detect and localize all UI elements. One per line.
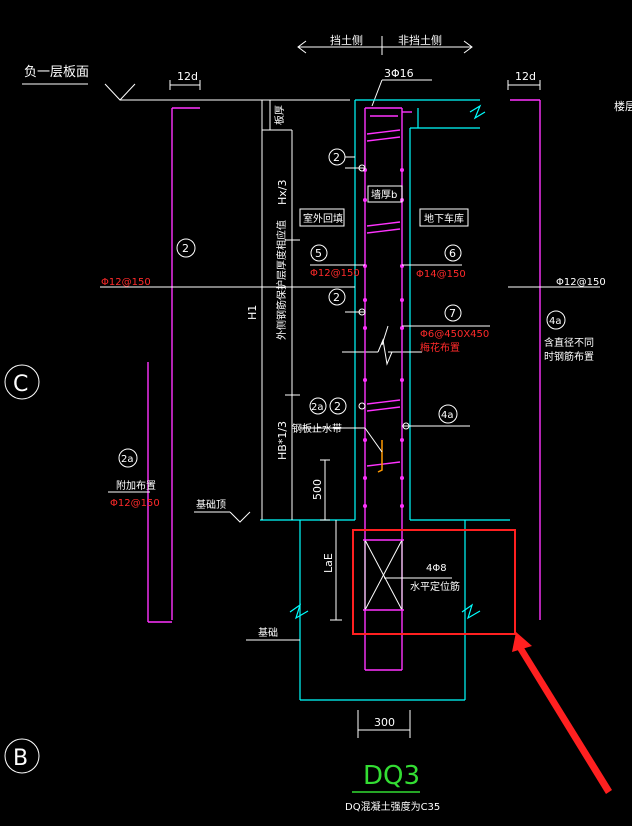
wall-outline [260,99,510,701]
slab-level-marker [22,83,350,101]
waterstop-label: 钢板止水带 [292,422,342,435]
grid-axis-b-label: B [13,746,28,771]
vertical-dims [261,99,342,621]
extra-label: 附加布置 [116,479,156,492]
h1-label: H1 [246,305,259,320]
bar-6-spec: Φ14@150 [416,269,466,280]
grid-axis-c-label: C [13,372,28,397]
dim-12d-left [169,80,201,90]
small-dots [358,164,410,430]
positioning-bars [364,539,403,611]
foundation-top-marker [194,511,251,523]
callout-6: 6 [449,247,456,260]
stirrup-note: 水平定位筋 [410,580,460,593]
callout-4a-mid: 4a [441,410,454,421]
bar-7-note: 梅花布置 [420,341,460,354]
wall-rebar [147,99,541,671]
dim-12d-left-text: 12d [177,70,198,83]
callout-4a-right: 4a [549,316,562,327]
left-bar-spec: Φ12@150 [101,277,151,288]
drawing-title: DQ3 [363,761,420,791]
callout-circles [100,148,600,579]
callout-2a-mid: 2a [311,402,324,413]
slab-right-label: 楼层 [614,99,632,113]
horizontal-bars [366,129,401,467]
rebar-dots [363,168,404,508]
right-note-line2: 时钢筋布置 [544,350,594,363]
bar-7-leader [381,325,389,346]
callout-2a-left: 2a [121,454,134,465]
grid-axis-b [4,738,40,774]
red-arrow [512,632,612,794]
waterstop-leader [364,427,383,453]
hb3-label: HB*1/3 [276,421,289,460]
wall-thickness-box [367,185,403,203]
wall-thickness-label: 墙厚b [371,188,397,201]
callout-2-mid: 2 [333,291,340,304]
non-retaining-side-label: 非挡土侧 [398,33,442,47]
dim-300-label: 300 [374,716,395,729]
loe-label: LaE [322,553,335,573]
basement-slab-label: 负一层板面 [24,65,89,80]
outdoor-backfill-box [299,208,345,227]
waterstop-plate [377,440,383,473]
dim-12d-right-text: 12d [515,70,536,83]
positioning-bars-ends [363,539,404,611]
highlight-box [352,529,516,635]
basement-garage-box [419,208,469,227]
callout-2-left: 2 [182,242,189,255]
dim-300 [357,710,411,738]
basement-garage-label: 地下车库 [424,212,464,225]
callout-2b-mid: 2 [334,400,341,413]
dim-500-label: 500 [311,479,324,500]
hx3-label: Hx/3 [276,180,289,206]
callout-2-top: 2 [333,151,340,164]
dim-12d-right [507,80,541,90]
concrete-note: DQ混凝土强度为C35 [345,800,440,813]
slab-thickness-label: 板厚 [273,105,286,125]
side-indicator [297,36,473,55]
vertical-note: 外侧钢筋保护层厚度相应值 [275,220,288,340]
retaining-side-label: 挡土侧 [330,33,363,47]
outdoor-backfill-label: 室外回填 [303,212,343,225]
foundation-label: 基础 [258,626,278,639]
wall-break-symbol [342,338,422,366]
stirrup-spec: 4Φ8 [426,563,447,574]
extra-bar-spec: Φ12@150 [110,498,160,509]
callout-5: 5 [315,247,322,260]
right-bar-spec: Φ12@150 [556,277,606,288]
callout-7: 7 [449,307,456,320]
right-note-line1: 含直径不同 [544,336,594,349]
bar-7-spec: Φ6@450X450 [420,329,489,340]
grid-axis-c [4,364,40,400]
top-bars-label: 3Φ16 [384,67,414,80]
top-bars-leader [371,79,383,107]
foundation-top-label: 基础顶 [196,498,226,511]
bar-5-spec: Φ12@150 [310,268,360,279]
